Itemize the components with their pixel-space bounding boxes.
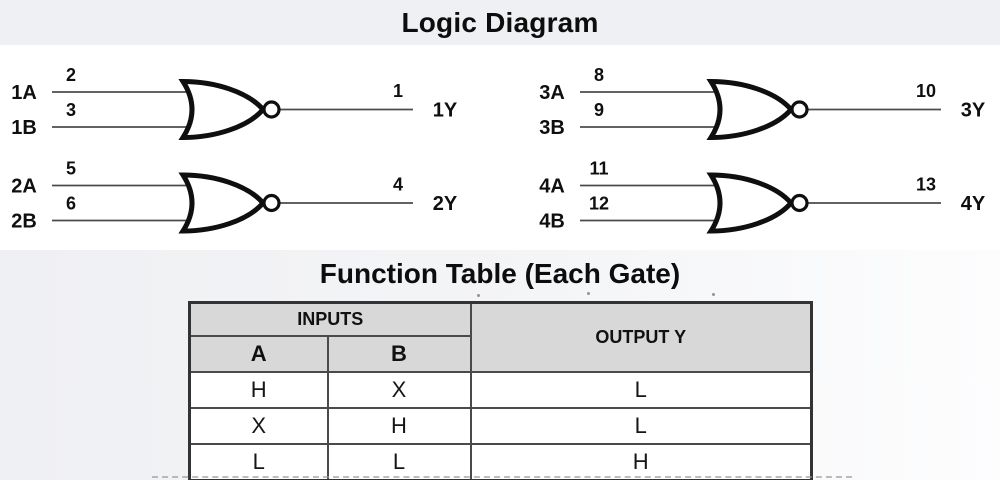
scan-artifact-dot xyxy=(712,293,715,296)
gate-3-input-b-pin: 9 xyxy=(594,100,604,120)
gate-4-input-b-pin: 12 xyxy=(589,194,609,214)
gate-3-input-b-label: 3B xyxy=(539,117,565,139)
cell-a: H xyxy=(188,371,329,409)
function-table-title: Function Table (Each Gate) xyxy=(319,258,681,289)
column-a-header: A xyxy=(188,335,329,373)
cell-output-y: L xyxy=(469,407,813,445)
cell-a: X xyxy=(188,407,329,445)
column-b-header: B xyxy=(326,335,472,373)
gate-3-output-pin: 10 xyxy=(916,81,936,101)
gate-4: 4A 11 4B 12 13 4Y xyxy=(539,159,986,233)
output-column-header: OUTPUT Y xyxy=(469,301,813,373)
gate-2-input-b-label: 2B xyxy=(11,211,37,233)
table-row: H X L xyxy=(188,371,813,409)
gate-2-output-pin: 4 xyxy=(393,175,403,195)
gate-1-input-b-pin: 3 xyxy=(66,100,76,120)
scan-artifact-dot xyxy=(587,292,590,295)
gate-2-input-a-label: 2A xyxy=(11,176,37,198)
table-row: X H L xyxy=(188,407,813,445)
gate-2-output-label: 2Y xyxy=(433,193,458,215)
logic-diagram-canvas: 1A 2 1B 3 1 1Y 2A 5 2B 6 4 2Y 3A 8 3B 9 … xyxy=(11,65,986,252)
gate-2: 2A 5 2B 6 4 2Y xyxy=(11,159,458,233)
gate-1-input-b-label: 1B xyxy=(11,117,37,139)
gate-3-input-a-pin: 8 xyxy=(594,65,604,85)
cell-b: H xyxy=(326,407,472,445)
table-row: L L H xyxy=(188,443,813,480)
inputs-group-header: INPUTS xyxy=(188,301,472,337)
cell-a: L xyxy=(188,443,329,480)
scan-artifact-dashed-line xyxy=(152,476,852,478)
gate-1-input-a-pin: 2 xyxy=(66,65,76,85)
nor-gate-icon xyxy=(580,82,941,138)
gate-2-input-a-pin: 5 xyxy=(66,159,76,179)
table-header-row: INPUTS OUTPUT Y xyxy=(188,301,813,373)
cell-b: L xyxy=(326,443,472,480)
gate-4-input-b-label: 4B xyxy=(539,211,565,233)
nor-gate-icon xyxy=(52,175,413,231)
cell-output-y: L xyxy=(469,371,813,409)
gate-1: 1A 2 1B 3 1 1Y xyxy=(11,65,458,139)
logic-diagram-title: Logic Diagram xyxy=(401,6,599,38)
gate-2-input-b-pin: 6 xyxy=(66,194,76,214)
gate-1-input-a-label: 1A xyxy=(11,82,37,104)
gate-4-input-a-pin: 11 xyxy=(589,159,608,179)
gate-4-output-pin: 13 xyxy=(916,175,936,195)
gate-1-output-label: 1Y xyxy=(433,100,458,122)
nor-gate-icon xyxy=(52,82,413,138)
gate-4-input-a-label: 4A xyxy=(539,176,565,198)
cell-output-y: H xyxy=(469,443,813,480)
gate-3-output-label: 3Y xyxy=(961,100,986,122)
gate-3-input-a-label: 3A xyxy=(539,82,565,104)
gate-1-output-pin: 1 xyxy=(393,81,403,101)
function-table: INPUTS OUTPUT Y A B H X L X H L xyxy=(188,301,813,480)
nor-gate-icon xyxy=(580,175,941,231)
function-table-section: Function Table (Each Gate) INPUTS OUTPUT… xyxy=(0,250,1000,480)
gate-4-output-label: 4Y xyxy=(961,193,986,215)
scan-artifact-dot xyxy=(477,294,480,297)
logic-diagram-title-band: Logic Diagram xyxy=(0,0,1000,45)
cell-b: X xyxy=(326,371,472,409)
gate-3: 3A 8 3B 9 10 3Y xyxy=(539,65,986,139)
table-subheader-row: A B xyxy=(188,335,812,373)
